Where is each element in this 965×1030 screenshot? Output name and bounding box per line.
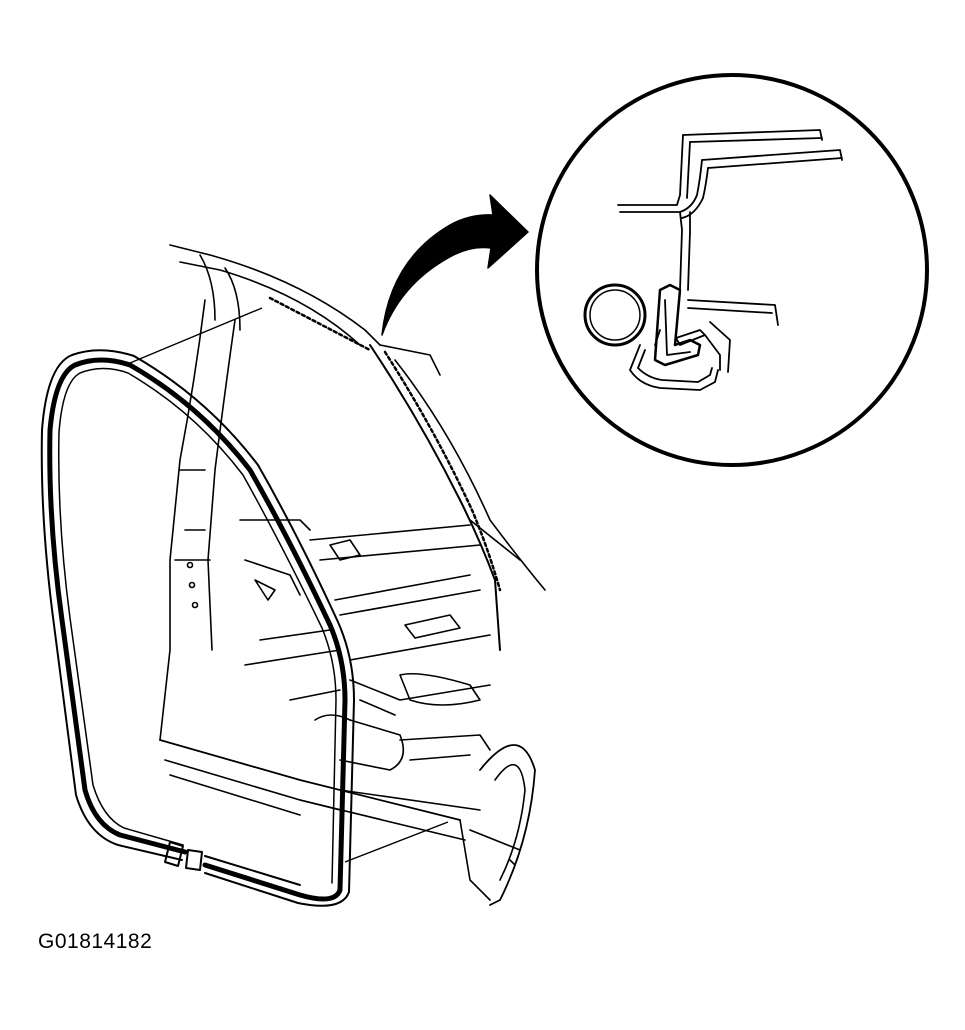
door-weatherstrip-seal xyxy=(40,349,355,907)
figure-id-label: G01814182 xyxy=(38,930,153,953)
callout-arrow xyxy=(381,194,529,336)
vehicle-body xyxy=(159,244,546,906)
leader-lines xyxy=(129,307,449,863)
detail-circle-cross-section xyxy=(535,73,929,467)
